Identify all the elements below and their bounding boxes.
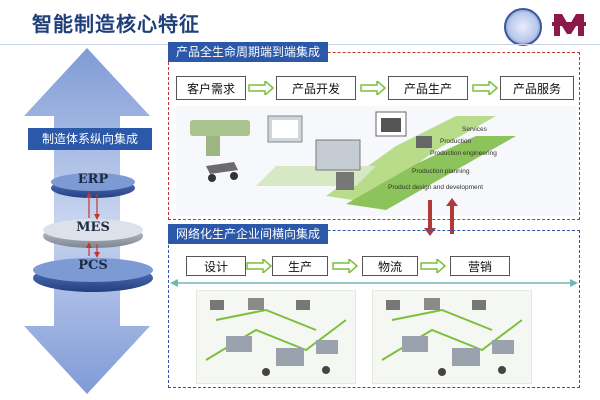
step-product-development: 产品开发 [276,76,356,100]
stage-label-production-engineering: Production engineering [430,150,497,157]
step-logistics: 物流 [362,256,418,276]
lifecycle-title: 产品全生命周期端到端集成 [168,42,329,62]
step-product-production: 产品生产 [388,76,468,100]
stage-label-production: Production [440,138,472,145]
layer-label-erp: ERP [77,172,109,187]
page-title: 智能制造核心特征 [32,12,200,36]
step-production: 生产 [272,256,328,276]
horizontal-double-arrow [170,279,578,287]
m-logo [552,14,586,36]
university-seal-logo [504,8,542,46]
network-title: 网络化生产企业间横向集成 [168,224,329,244]
right-arrow-icon [472,81,498,95]
layer-stack [33,173,153,292]
lifecycle-illustration [176,106,576,216]
right-arrow-icon [332,259,358,273]
stage-label-services: Services [462,126,487,133]
right-arrow-icon [248,81,274,95]
stage-label-production-planning: Production planning [412,168,470,175]
step-marketing: 营销 [450,256,510,276]
factory-network-illustration-right [372,290,532,384]
step-design: 设计 [186,256,246,276]
step-product-service: 产品服务 [500,76,574,100]
right-arrow-icon [246,259,272,273]
lifecycle-box [168,52,580,220]
right-arrow-icon [420,259,446,273]
factory-network-illustration-left [196,290,356,384]
layer-label-mes: MES [76,220,110,235]
right-arrow-icon [360,81,386,95]
layer-label-pcs: PCS [78,258,108,273]
network-box [168,230,580,388]
stage-label-product-design: Product design and development [388,184,484,191]
vertical-integration-label: 制造体系纵向集成 [28,128,152,150]
step-customer-demand: 客户需求 [176,76,246,100]
